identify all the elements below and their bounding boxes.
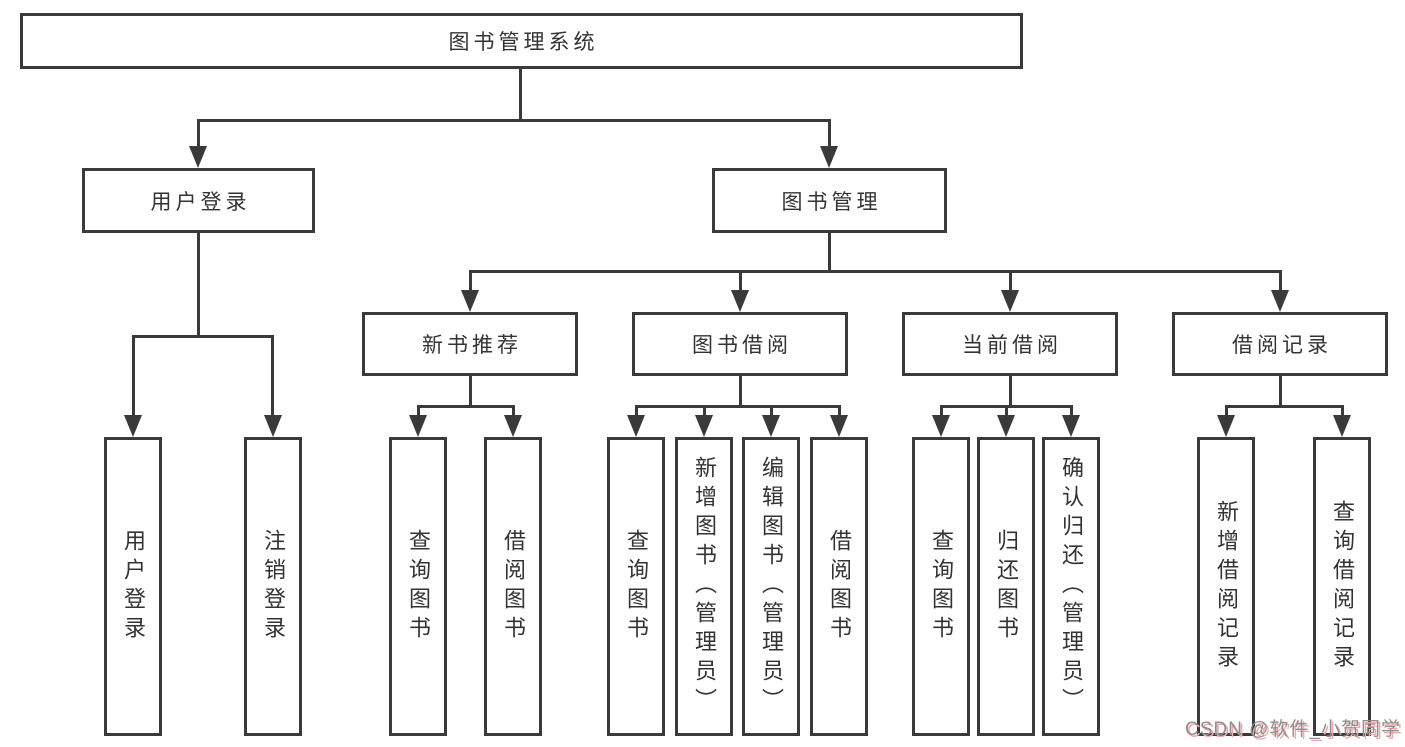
- node-leaf-user-login: 用户登录: [104, 437, 162, 736]
- connector-line: [197, 233, 200, 337]
- node-leaf-query-books: 查询图书: [912, 437, 970, 736]
- connector-line: [519, 69, 522, 121]
- connector-line: [271, 335, 274, 417]
- node-leaf-add-books-admin: 新增图书（管理员）: [675, 437, 733, 736]
- connector-line: [828, 119, 831, 149]
- arrowhead-icon: [409, 415, 427, 437]
- connector-line: [940, 405, 943, 417]
- node-leaf-query-books: 查询图书: [389, 437, 447, 736]
- arrowhead-icon: [189, 146, 207, 168]
- node-label: 查询图书: [406, 528, 431, 645]
- node-label: 注销登录: [261, 528, 286, 645]
- arrowhead-icon: [932, 415, 950, 437]
- connector-line: [469, 376, 472, 407]
- node-leaf-edit-books-admin: 编辑图书（管理员）: [742, 437, 800, 736]
- connector-line: [512, 405, 515, 417]
- arrowhead-icon: [1271, 290, 1289, 312]
- connector-line: [132, 335, 135, 417]
- node-user-login: 用户登录: [82, 168, 315, 233]
- node-label: 用户登录: [150, 190, 251, 214]
- connector-line: [1279, 376, 1282, 407]
- node-label: 新书推荐: [422, 334, 522, 357]
- node-label: 用户登录: [121, 528, 146, 645]
- node-library-management-system: 图书管理系统: [20, 13, 1023, 69]
- connector-line: [1009, 376, 1012, 407]
- node-label: 图书管理: [781, 190, 882, 214]
- node-leaf-add-borrow-record: 新增借阅记录: [1197, 437, 1255, 736]
- arrowhead-icon: [1001, 290, 1019, 312]
- node-label: 当前借阅: [962, 334, 1062, 357]
- node-label: 新增借阅记录: [1214, 499, 1239, 674]
- connector-line: [1009, 270, 1012, 292]
- arrowhead-icon: [1217, 415, 1235, 437]
- node-leaf-query-borrow-record: 查询借阅记录: [1313, 437, 1371, 736]
- arrowhead-icon: [762, 415, 780, 437]
- connector-line: [1341, 405, 1344, 417]
- node-label: 编辑图书（管理员）: [759, 456, 784, 717]
- connector-line: [1005, 405, 1008, 417]
- node-label: 图书借阅: [692, 334, 792, 357]
- node-book-management: 图书管理: [712, 168, 947, 233]
- arrowhead-icon: [264, 415, 282, 437]
- arrowhead-icon: [695, 415, 713, 437]
- node-leaf-borrow-books: 借阅图书: [810, 437, 868, 736]
- arrowhead-icon: [504, 415, 522, 437]
- node-label: 查询图书: [624, 528, 649, 645]
- node-label: 借阅图书: [501, 528, 526, 645]
- arrowhead-icon: [820, 146, 838, 168]
- arrowhead-icon: [731, 290, 749, 312]
- node-label: 查询借阅记录: [1330, 499, 1355, 674]
- connector-line: [1225, 405, 1343, 408]
- connector-line: [770, 405, 773, 417]
- connector-line: [739, 270, 742, 292]
- connector-line: [703, 405, 706, 417]
- connector-line: [635, 405, 638, 417]
- node-new-book-recommendation: 新书推荐: [362, 312, 578, 376]
- connector-line: [635, 405, 840, 408]
- node-leaf-logout: 注销登录: [244, 437, 302, 736]
- node-label: 查询图书: [929, 528, 954, 645]
- connector-line: [417, 405, 420, 417]
- node-label: 新增图书（管理员）: [692, 456, 717, 717]
- node-leaf-return-books: 归还图书: [977, 437, 1035, 736]
- node-label: 借阅图书: [827, 528, 852, 645]
- arrowhead-icon: [124, 415, 142, 437]
- connector-line: [739, 376, 742, 407]
- node-borrowing-records: 借阅记录: [1172, 312, 1388, 376]
- connector-line: [838, 405, 841, 417]
- node-leaf-borrow-books: 借阅图书: [484, 437, 542, 736]
- node-leaf-confirm-return-admin: 确认归还（管理员）: [1042, 437, 1100, 736]
- connector-line: [469, 270, 472, 292]
- node-current-borrowing: 当前借阅: [902, 312, 1118, 376]
- connector-line: [417, 405, 515, 408]
- arrowhead-icon: [1333, 415, 1351, 437]
- connector-line: [197, 119, 831, 122]
- node-leaf-query-books: 查询图书: [607, 437, 665, 736]
- arrowhead-icon: [1062, 415, 1080, 437]
- csdn-watermark: CSDN @软件_小贺同学: [1185, 719, 1401, 740]
- connector-line: [197, 119, 200, 149]
- node-book-borrowing: 图书借阅: [632, 312, 848, 376]
- arrowhead-icon: [830, 415, 848, 437]
- arrowhead-icon: [997, 415, 1015, 437]
- node-label: 归还图书: [994, 528, 1019, 645]
- arrowhead-icon: [461, 290, 479, 312]
- connector-line: [132, 335, 274, 338]
- arrowhead-icon: [627, 415, 645, 437]
- connector-line: [1070, 405, 1073, 417]
- connector-line: [828, 233, 831, 272]
- connector-line: [469, 270, 1282, 273]
- node-label: 确认归还（管理员）: [1059, 456, 1084, 717]
- connector-line: [1225, 405, 1228, 417]
- node-label: 借阅记录: [1232, 334, 1332, 357]
- connector-line: [1279, 270, 1282, 292]
- node-label: 图书管理系统: [448, 31, 599, 54]
